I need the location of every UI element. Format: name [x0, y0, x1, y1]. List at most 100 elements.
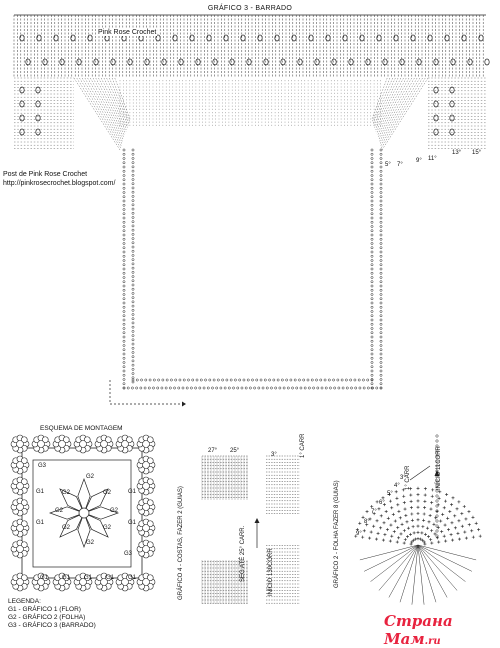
picot-motif	[427, 34, 433, 42]
chain-stitch	[379, 327, 383, 330]
chain-stitch	[379, 335, 383, 339]
single-crochet	[389, 523, 393, 527]
chain-stitch	[122, 339, 126, 343]
picot-motif	[348, 58, 354, 66]
picot-motif	[195, 58, 201, 66]
flower-center	[79, 440, 87, 448]
chain-stitch	[131, 220, 135, 224]
chain-stitch	[122, 297, 126, 301]
start-guide-line	[109, 380, 186, 405]
chain-stitch	[370, 378, 374, 382]
chain-stitch	[379, 301, 383, 305]
chain-stitch	[144, 378, 148, 382]
single-crochet	[471, 515, 475, 519]
chain-stitch	[299, 386, 303, 390]
single-crochet	[411, 538, 415, 542]
picot-motif	[19, 114, 25, 122]
leaf-shape	[59, 488, 85, 514]
chain-stitch	[379, 237, 383, 241]
flower-petal	[146, 436, 154, 444]
chain-stitch	[122, 305, 126, 309]
single-crochet	[464, 517, 468, 521]
chain-stitch	[131, 346, 135, 350]
chain-stitch	[131, 334, 135, 337]
crochet-chart-canvas	[10, 14, 490, 605]
chain-stitch	[131, 254, 135, 257]
single-crochet	[410, 518, 414, 522]
single-crochet	[410, 540, 414, 544]
chain-stitch	[370, 250, 374, 254]
picot-motif	[478, 34, 484, 42]
picot-motif	[280, 58, 286, 66]
single-crochet	[444, 499, 448, 503]
flower-petal	[104, 574, 112, 582]
pointer-line	[409, 465, 431, 481]
single-crochet	[457, 537, 461, 541]
picot-motif	[291, 34, 297, 42]
flower-center	[142, 578, 150, 586]
picot-motif	[223, 34, 229, 42]
chain-stitch	[244, 386, 248, 390]
flower-center	[100, 440, 108, 448]
chain-stitch	[131, 237, 135, 240]
credit-link[interactable]: http://pinkrosecrochet.blogspot.com/	[3, 180, 116, 187]
chain-stitch	[122, 208, 126, 211]
single-crochet	[440, 530, 444, 534]
chain-stitch	[370, 327, 374, 330]
chain-stitch	[278, 386, 282, 390]
chain-stitch	[370, 246, 374, 250]
chain-stitch	[370, 169, 374, 173]
fan-stitch	[101, 77, 127, 130]
chain-stitch	[219, 386, 223, 390]
chain-stitch	[131, 258, 135, 262]
chart4-caption: GRÁFICO 4 - COSTAS, FAZER 2 (GUIAS)	[178, 486, 184, 600]
fan-stitch	[103, 77, 128, 128]
chain-stitch	[370, 322, 374, 326]
chain-stitch	[370, 208, 374, 211]
chain-stitch	[140, 378, 143, 382]
row-number-13: 13°	[452, 150, 462, 156]
single-crochet	[478, 534, 482, 538]
chain-stitch	[190, 386, 193, 390]
picot-motif	[467, 58, 473, 66]
chain-stitch	[122, 229, 126, 233]
flower-center	[16, 524, 24, 532]
single-crochet	[388, 539, 392, 543]
chart2-row-4: 4°	[394, 483, 400, 489]
chain-stitch	[272, 378, 276, 382]
chain-stitch	[131, 300, 135, 304]
flower-center	[142, 503, 150, 511]
single-crochet	[365, 523, 369, 527]
single-crochet	[408, 532, 412, 536]
chain-stitch	[370, 237, 374, 241]
single-crochet	[385, 528, 389, 532]
legend-title: LEGENDA:	[8, 598, 41, 605]
chain-stitch	[293, 378, 297, 382]
fan-stitch	[87, 77, 124, 140]
chain-stitch	[370, 242, 374, 245]
chain-stitch	[370, 331, 374, 335]
single-crochet	[416, 493, 420, 497]
chain-stitch	[370, 220, 374, 224]
single-crochet	[411, 525, 415, 529]
chain-stitch	[370, 195, 374, 199]
label-g2-bottom: G2	[86, 540, 95, 546]
single-crochet	[365, 510, 369, 514]
single-crochet	[416, 499, 420, 503]
single-crochet	[399, 532, 403, 536]
flower-center	[16, 578, 24, 586]
single-crochet	[439, 519, 443, 523]
picot-motif	[178, 58, 184, 66]
credit-block: Post de Pink Rose Crochet http://pinkros…	[3, 170, 115, 188]
single-crochet	[379, 526, 383, 530]
chain-stitch	[435, 489, 439, 493]
chain-stitch	[122, 199, 126, 203]
row-number-15: 15°	[472, 150, 482, 156]
chain-stitch	[131, 378, 135, 382]
chain-stitch	[229, 378, 233, 382]
single-crochet	[420, 531, 424, 535]
single-crochet	[381, 496, 385, 500]
fan-stitch	[370, 544, 419, 582]
chain-stitch	[370, 199, 374, 203]
credit-line-1: Post de Pink Rose Crochet	[3, 171, 88, 178]
